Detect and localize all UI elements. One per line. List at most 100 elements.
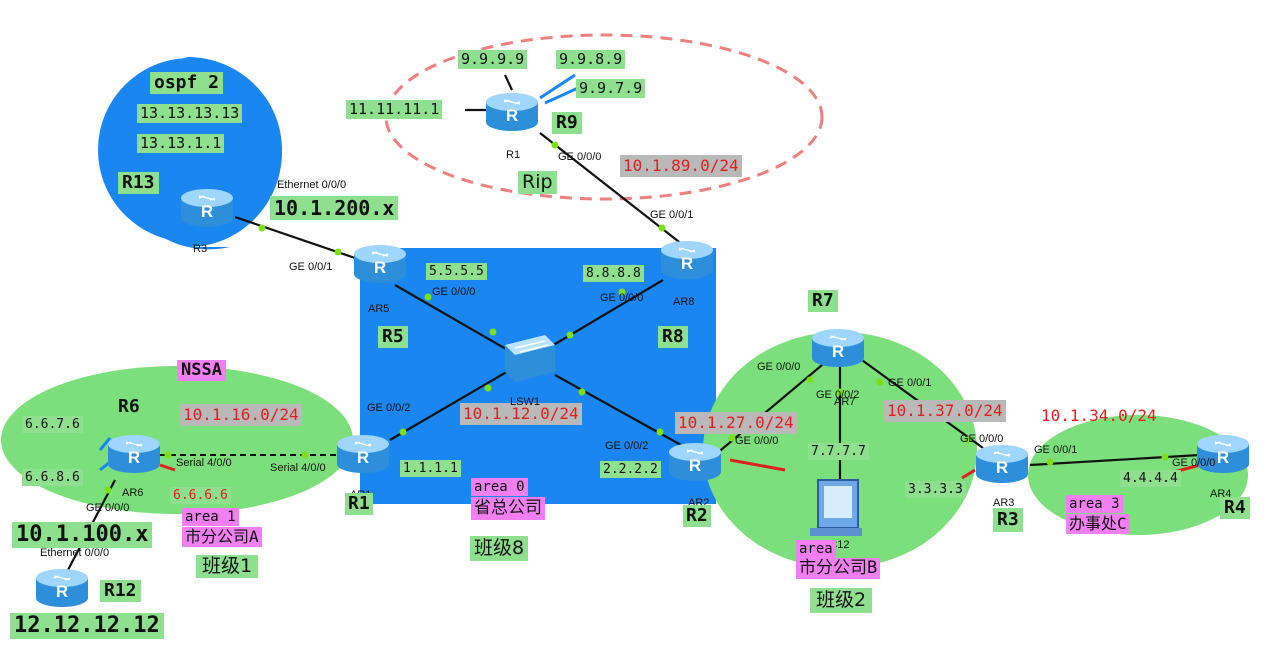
r3-model-label: R3 [193, 243, 208, 255]
router-ar2-icon[interactable] [668, 442, 722, 482]
link-ar2-lsw [554, 374, 691, 451]
port-dots [104, 141, 1169, 494]
areaB-line1: area [796, 540, 836, 558]
red-segment-ar3 [961, 468, 976, 480]
r1-loopback-9989: 9.9.8.9 [556, 50, 626, 69]
red-segment-ar2 [729, 458, 786, 472]
ar7-loopback: 7.7.7.7 [808, 443, 869, 460]
ar6-port-label: GE 0/0/0 [86, 502, 130, 514]
ar1-tag: R1 [345, 493, 373, 515]
ar8-loopback: 8.8.8.8 [583, 265, 644, 282]
ar7-model-label: AR7 [834, 396, 856, 408]
ar4-loopback: 4.4.4.4 [1120, 470, 1181, 487]
ar5-port-b-label: GE 0/0/0 [432, 286, 476, 298]
router-ar8-icon[interactable] [660, 240, 714, 280]
r13-loopback-1: 13.13.13.13 [137, 104, 243, 123]
r1-loopback-9999: 9.9.9.9 [458, 50, 528, 69]
router-r3-icon[interactable] [180, 188, 234, 228]
router-r1-icon[interactable] [485, 92, 539, 132]
net-37-label: 10.1.37.0/24 [884, 400, 1006, 422]
link-ar1-lsw [389, 369, 511, 441]
r1-port-label: GE 0/0/0 [558, 151, 602, 163]
ar2-port-a-label: GE 0/0/2 [605, 440, 649, 452]
net-12-label: 10.1.12.0/24 [460, 403, 582, 425]
ar8-model-label: AR8 [673, 296, 695, 308]
nssa-label: NSSA [177, 360, 226, 381]
ar6-model-label: AR6 [122, 487, 144, 499]
areaB-line2: 市分公司B [796, 558, 881, 579]
pc12-icon[interactable] [810, 479, 862, 536]
ar8-port-b-label: GE 0/0/0 [600, 292, 644, 304]
link-ar3-ar4 [1029, 453, 1201, 467]
area1-line1: area 1 [182, 508, 239, 526]
ar3-model-label: AR3 [993, 497, 1015, 509]
ar3-loopback: 3.3.3.3 [905, 481, 966, 498]
r3-tag: R3 [993, 508, 1023, 532]
router-r12-icon[interactable] [35, 568, 89, 608]
r13-loopback-2: 13.13.1.1 [137, 134, 225, 153]
area0-line2: 省总公司 [471, 497, 545, 520]
ar6-red-ip: 6.6.6.6 [170, 487, 231, 504]
r3-port-label: Ethernet 0/0/0 [277, 179, 347, 191]
link-r1-lb1 [504, 74, 513, 91]
r8-tag: R8 [658, 326, 688, 348]
ar7-port-b-label: GE 0/0/2 [816, 389, 860, 401]
r9-tag: R9 [552, 112, 582, 134]
lsw1-model-label: LSW1 [510, 396, 540, 408]
ar5-port-a-label: GE 0/0/1 [289, 261, 333, 273]
class8-label: 班级8 [470, 536, 529, 561]
r7-tag: R7 [808, 290, 838, 312]
switch-lsw1-icon[interactable] [505, 335, 555, 382]
blue-stubs [98, 73, 579, 472]
ar5-loopback: 5.5.5.5 [426, 263, 487, 280]
ar4-model-label: AR4 [1210, 488, 1232, 500]
r6-tag: R6 [118, 396, 140, 417]
area0-line1: area 0 [471, 478, 528, 496]
area3-line1: area 3 [1066, 495, 1123, 513]
r1-loopback-9979: 9.9.7.9 [576, 79, 646, 98]
ar7-port-c-label: GE 0/0/1 [888, 377, 932, 389]
rip-region [384, 33, 824, 201]
router-ar6-icon[interactable] [107, 434, 161, 474]
r1-model-label: R1 [506, 149, 521, 161]
router-ar1-icon[interactable] [336, 434, 390, 474]
r4-tag: R4 [1220, 497, 1250, 519]
ar1-port-label: GE 0/0/2 [367, 402, 411, 414]
class2-label: 班级2 [810, 588, 873, 613]
ar1-loopback: 1.1.1.1 [400, 460, 461, 477]
net-100-label: 10.1.100.x [12, 522, 153, 548]
r1-loopback-11111: 11.11.11.1 [346, 100, 443, 119]
area1-region [1, 366, 353, 514]
net-27-label: 10.1.27.0/24 [675, 412, 797, 434]
area1-line2: 市分公司A [182, 527, 262, 547]
class1-label: 班级1 [196, 555, 259, 578]
ar8-port-a-label: GE 0/0/1 [650, 209, 694, 221]
area3-line2: 办事处C [1066, 514, 1130, 534]
r2-tag: R2 [683, 505, 711, 527]
ar4-port-label: GE 0/0/0 [1172, 457, 1216, 469]
pc12-label: PC12 [822, 539, 850, 551]
ar3-port-b-label: GE 0/0/1 [1034, 444, 1078, 456]
ar5-model-label: AR5 [368, 303, 390, 315]
net-89-label: 10.1.89.0/24 [620, 155, 742, 177]
ospf2-label: ospf 2 [150, 72, 224, 94]
red-segment-ar6 [159, 463, 176, 472]
router-ar5-icon[interactable] [353, 244, 407, 284]
link-ar5-lsw [394, 284, 526, 361]
ar7-port-a-label: GE 0/0/0 [757, 361, 801, 373]
ar2-port-b-label: GE 0/0/0 [735, 435, 779, 447]
net-16-label: 10.1.16.0/24 [180, 404, 302, 426]
net-34-label: 10.1.34.0/24 [1041, 406, 1157, 425]
ar6-loopback-767: 6.6.7.6 [22, 416, 83, 433]
ar3-port-a-label: GE 0/0/0 [960, 433, 1004, 445]
net-200-label: 10.1.200.x [270, 196, 399, 220]
rip-label: Rip [518, 171, 557, 194]
router-ar7-icon[interactable] [811, 328, 865, 368]
r13-tag: R13 [118, 172, 159, 194]
ar2-model-label: AR2 [688, 497, 710, 509]
router-ar3-icon[interactable] [975, 444, 1029, 484]
r12-tag: R12 [100, 580, 141, 602]
ar6-serial-label: Serial 4/0/0 [176, 457, 232, 469]
r12-port-label: Ethernet 0/0/0 [40, 547, 110, 559]
